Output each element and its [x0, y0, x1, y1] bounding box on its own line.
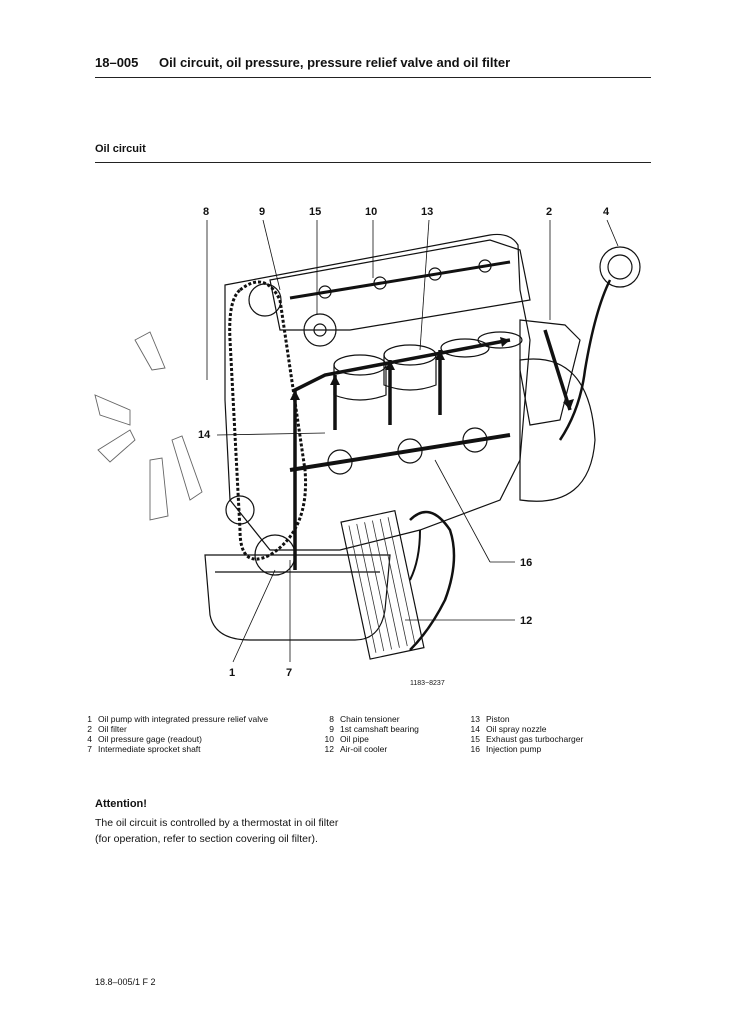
page-footer: 18.8–005/1 F 2 — [95, 977, 156, 987]
attention-text: The oil circuit is controlled by a therm… — [95, 817, 339, 845]
page-title: Oil circuit, oil pressure, pressure reli… — [159, 55, 511, 70]
callout-9: 9 — [259, 206, 265, 218]
oil-pipe — [293, 338, 511, 570]
attention-heading: Attention! — [95, 798, 147, 810]
engine-oil-circuit-diagram: 8 9 15 10 13 2 4 14 16 12 1 7 1183−8237 — [94, 206, 641, 687]
callout-16: 16 — [520, 557, 532, 569]
air-oil-cooler — [340, 509, 425, 660]
section-number: 18–005 — [95, 55, 139, 70]
callout-15: 15 — [309, 206, 321, 218]
page-header: 18–005 Oil circuit, oil pressure, pressu… — [95, 55, 651, 79]
section-title: Oil circuit — [95, 143, 146, 155]
callout-7: 7 — [286, 667, 292, 679]
callout-12: 12 — [520, 615, 532, 627]
oil-pressure-gage — [599, 246, 641, 288]
flow-arrows — [290, 337, 574, 410]
callout-1: 1 — [229, 667, 235, 679]
callout-14: 14 — [198, 429, 211, 441]
callout-4: 4 — [603, 206, 610, 218]
turbocharger — [303, 313, 337, 347]
oil-pan-outline — [204, 554, 391, 641]
figure-id: 1183−8237 — [410, 680, 445, 687]
callout-2: 2 — [546, 206, 552, 218]
callout-10: 10 — [365, 206, 377, 218]
callout-13: 13 — [421, 206, 433, 218]
section-rule — [95, 162, 651, 163]
engine-block-outline — [224, 233, 531, 551]
fan-illustration — [94, 331, 203, 521]
header-rule — [95, 77, 651, 78]
callout-8: 8 — [203, 206, 209, 218]
